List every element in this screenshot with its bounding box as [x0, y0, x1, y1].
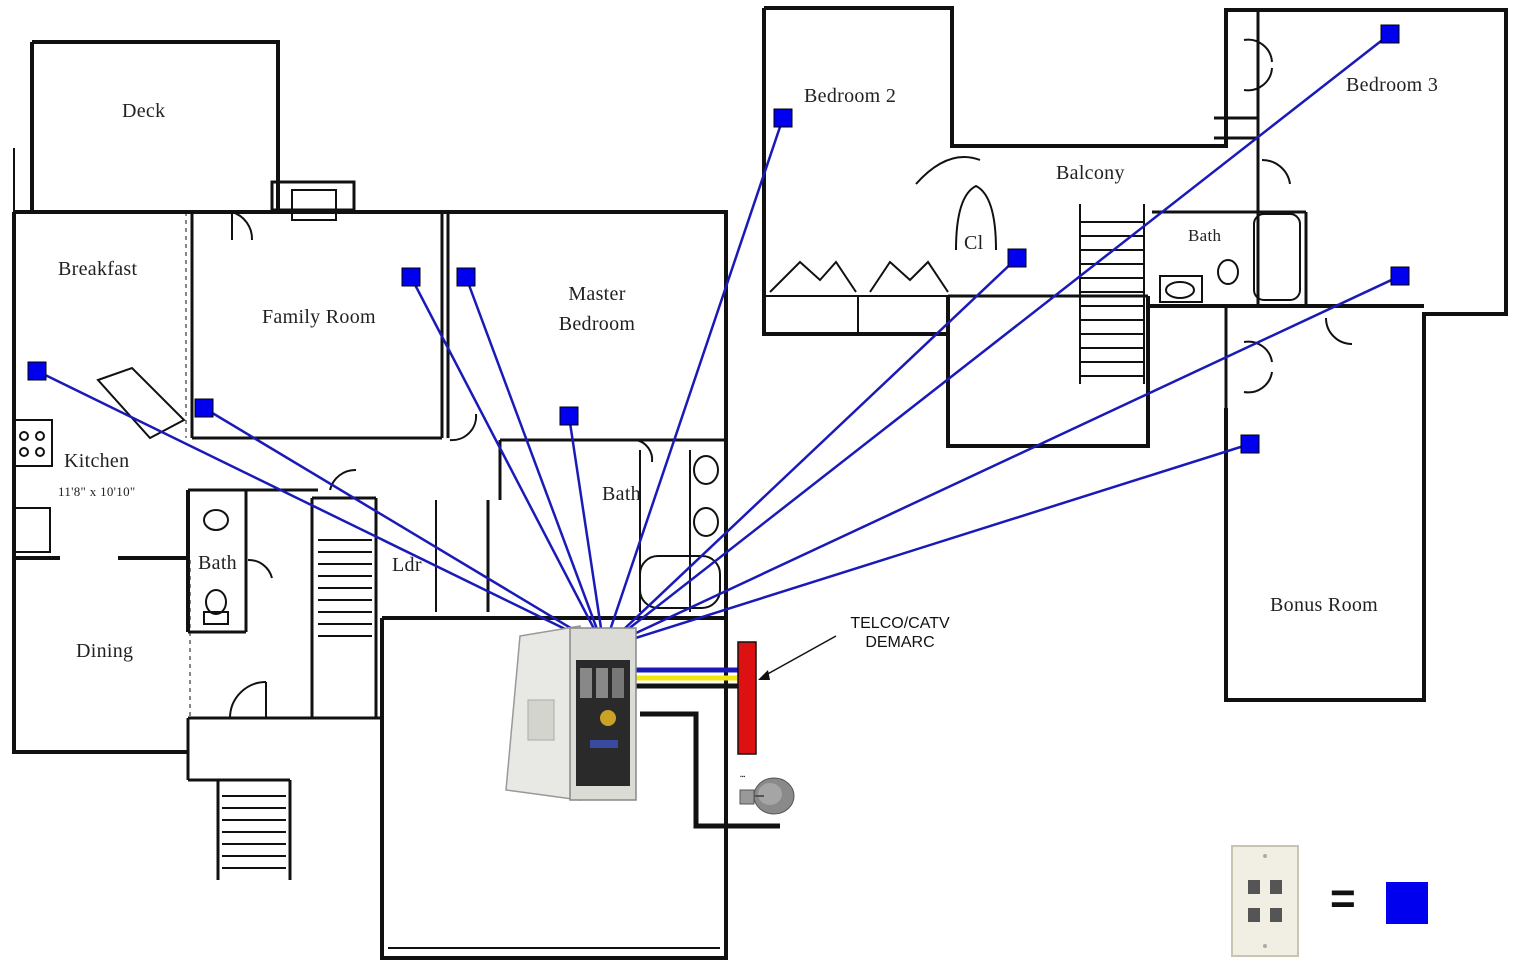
room-label-bedroom-2: Bedroom 2 — [804, 85, 897, 107]
cable-breakfast — [36, 369, 605, 650]
demarc-callout: TELCO/CATV DEMARC — [830, 614, 970, 652]
outlet-balcony — [1007, 248, 1027, 268]
outlet-family-room-1 — [194, 398, 214, 418]
legend-outlet-swatch — [1386, 882, 1428, 924]
svg-text:▪▪▪: ▪▪▪ — [740, 774, 746, 780]
outlet-family-room-2 — [401, 267, 421, 287]
room-label-master-2: Bedroom — [558, 313, 636, 335]
outlet-bedroom-3-lower — [1390, 266, 1410, 286]
demarc-box — [737, 635, 837, 755]
cable-family-room-2 — [409, 276, 606, 649]
legend-equals-sign: = — [1330, 874, 1356, 923]
room-label-master-1: Master — [568, 283, 626, 305]
room-label-balcony: Balcony — [1056, 162, 1125, 184]
structured-wiring-panel-icon — [505, 625, 637, 801]
room-label-family-room: Family Room — [262, 306, 376, 328]
cable-bedroom-3-upper — [603, 33, 1391, 649]
outlet-bedroom-2 — [773, 108, 793, 128]
fixtures-lower — [13, 211, 721, 719]
room-label-deck: Deck — [122, 100, 166, 122]
cable-runs — [36, 33, 1401, 650]
room-label-closet: Cl — [964, 232, 984, 254]
outlet-breakfast — [27, 361, 47, 381]
room-label-bath-master: Bath — [602, 483, 641, 505]
room-label-bedroom-3: Bedroom 3 — [1346, 74, 1439, 96]
satellite-dish-icon: ▪▪▪ — [739, 774, 795, 815]
cable-bonus-room — [603, 442, 1251, 650]
outlet-bonus-room — [1240, 434, 1260, 454]
cable-balcony — [603, 257, 1018, 649]
cable-family-room-1 — [203, 406, 605, 650]
outlets — [27, 24, 1410, 454]
outlet-family-room-3 — [456, 267, 476, 287]
room-label-bath-upper: Bath — [1188, 226, 1222, 245]
kitchen-dimensions: 11'8" x 10'10" — [58, 484, 136, 499]
feed-lines — [636, 667, 780, 829]
room-label-kitchen: Kitchen — [64, 450, 130, 472]
outlet-master-bedroom — [559, 406, 579, 426]
room-label-breakfast: Breakfast — [58, 258, 138, 280]
cable-master-bedroom — [567, 415, 606, 649]
walls-upper-floor — [762, 6, 1508, 702]
stairs-upper — [1079, 204, 1145, 384]
cable-family-room-3 — [464, 276, 606, 649]
demarc-label-line2: DEMARC — [865, 634, 935, 651]
fixtures-upper — [769, 38, 1353, 394]
room-label-laundry: Ldr — [392, 554, 422, 576]
stairs-lower — [222, 539, 372, 869]
outlet-bedroom-3-upper — [1380, 24, 1400, 44]
room-label-bath-left: Bath — [198, 552, 237, 574]
cable-bedroom-3-lower — [603, 274, 1401, 650]
room-label-bonus-room: Bonus Room — [1270, 594, 1379, 616]
wall-jack-plate-icon — [1231, 845, 1299, 957]
demarc-label-line1: TELCO/CATV — [850, 615, 950, 632]
walls-lower-floor — [12, 40, 728, 960]
room-label-dining: Dining — [76, 640, 134, 662]
cable-bedroom-2 — [602, 117, 785, 649]
